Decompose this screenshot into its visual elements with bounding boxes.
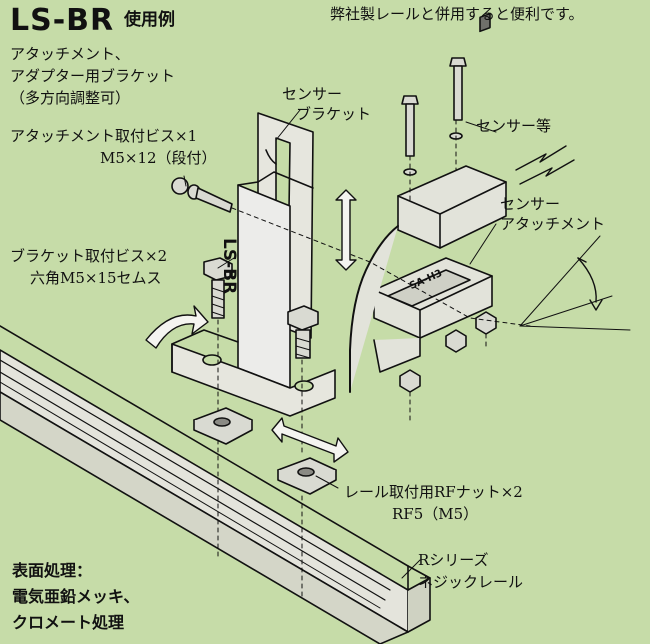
- rail: [0, 325, 431, 644]
- bracket-screw-label-line1: ブラケット取付ビス×2: [10, 247, 168, 265]
- attachment-screw: [171, 177, 233, 213]
- surface-treatment-line2: クロメート処理: [12, 613, 125, 632]
- model-name: LS-BR: [10, 3, 115, 38]
- adjustment-arrows: [145, 189, 603, 463]
- sensor-bracket: [171, 112, 336, 417]
- attachment-screw-label-line2: M5×12（段付）: [100, 149, 217, 167]
- sensor-attachment-label-line2: アタッチメント: [500, 215, 606, 233]
- attachment-screw-label-line1: アタッチメント取付ビス×1: [10, 127, 198, 145]
- sensor-attachment: [373, 257, 493, 373]
- model-subtitle: 使用例: [124, 10, 175, 30]
- rail-label-line2: ネジックレール: [418, 573, 524, 591]
- surface-treatment-line1: 電気亜鉛メッキ、: [12, 587, 140, 606]
- bracket-purpose-line1: アタッチメント、: [10, 45, 130, 63]
- sensor-bracket-label-line1: センサー: [282, 85, 343, 103]
- sensor-bracket-label-line2: ブラケット: [296, 105, 372, 123]
- bracket-purpose-line2: アダプター用ブラケット: [10, 67, 176, 85]
- rf-nut-label-line2: RF5（M5）: [392, 505, 479, 523]
- small-nuts: [399, 311, 497, 393]
- rail-label-line1: Rシリーズ: [418, 551, 489, 569]
- leader-lines: [183, 109, 497, 579]
- rf-nut-label-line1: レール取付用RFナット×2: [344, 483, 523, 501]
- sensor-etc-label: センサー等: [476, 117, 552, 135]
- rf-nuts: [193, 407, 337, 495]
- sensor-body: [349, 12, 507, 393]
- signal-arrows: [515, 145, 575, 185]
- bracket-purpose-line3: （多方向調整可）: [10, 89, 131, 107]
- compatibility-note: 弊社製レールと併用すると便利です。: [330, 5, 584, 23]
- sensor-attachment-label-line1: センサー: [500, 195, 561, 213]
- sensor-screws: [401, 57, 467, 176]
- surface-treatment-title: 表面処理：: [12, 561, 93, 580]
- angle-indicator: [519, 235, 631, 331]
- bracket-screw-label-line2: 六角M5×15セムス: [30, 269, 162, 287]
- bracket-model-mark: LS-BR: [219, 238, 239, 295]
